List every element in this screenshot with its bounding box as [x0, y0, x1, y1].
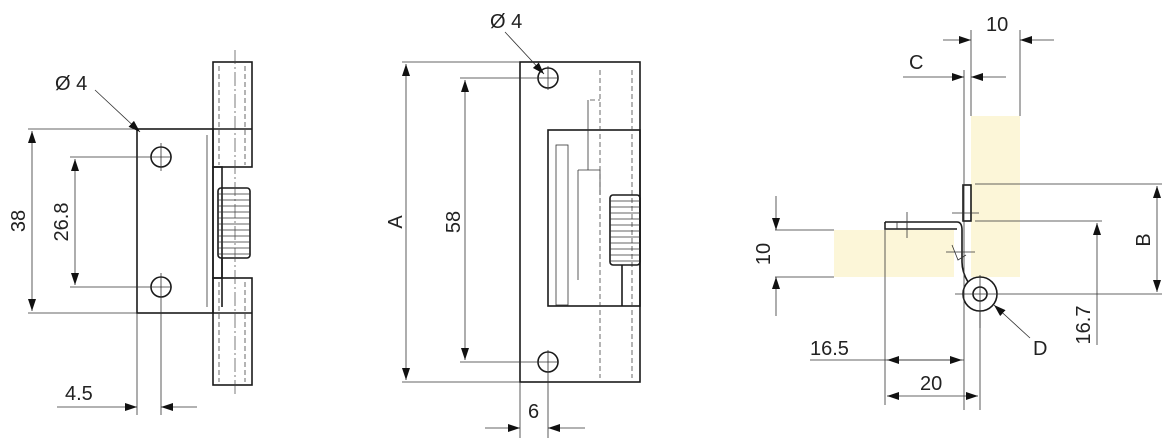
dim-16-7-label: 16.7: [1073, 306, 1095, 345]
knuckle-top: [212, 61, 253, 168]
hole-offset-label: 6: [528, 401, 539, 423]
hole-diameter-label: Ø 4: [55, 73, 87, 95]
side-view: 10 C 10 B 16.7 D 16.5 20: [753, 14, 1162, 410]
pin-d-label: D: [1033, 338, 1047, 360]
height-a-label: A: [385, 215, 407, 229]
spring-coil-icon: [609, 194, 641, 306]
frame-panel: [834, 230, 954, 277]
dim-b-label: B: [1133, 233, 1155, 246]
hole-diameter-label: Ø 4: [490, 11, 522, 33]
height-label: 38: [8, 210, 30, 232]
open-view: Ø 4 A 58 6: [385, 11, 641, 438]
door-panel: [971, 116, 1020, 277]
hole-spacing-label: 58: [443, 211, 465, 233]
gap-c-label: C: [909, 52, 923, 74]
hole-offset-label: 4.5: [65, 383, 93, 405]
hinge-leaf: [519, 61, 641, 383]
knuckle-bottom: [212, 277, 253, 386]
thickness-label: 10: [753, 243, 775, 265]
dim-20-label: 20: [920, 373, 942, 395]
hole-spacing-label: 26.8: [51, 203, 73, 242]
dim-16-5-label: 16.5: [810, 338, 849, 360]
front-view: Ø 4 38 26.8 4.5: [8, 50, 253, 415]
spring-coil-icon: [217, 187, 251, 307]
width-top-label: 10: [986, 14, 1008, 36]
